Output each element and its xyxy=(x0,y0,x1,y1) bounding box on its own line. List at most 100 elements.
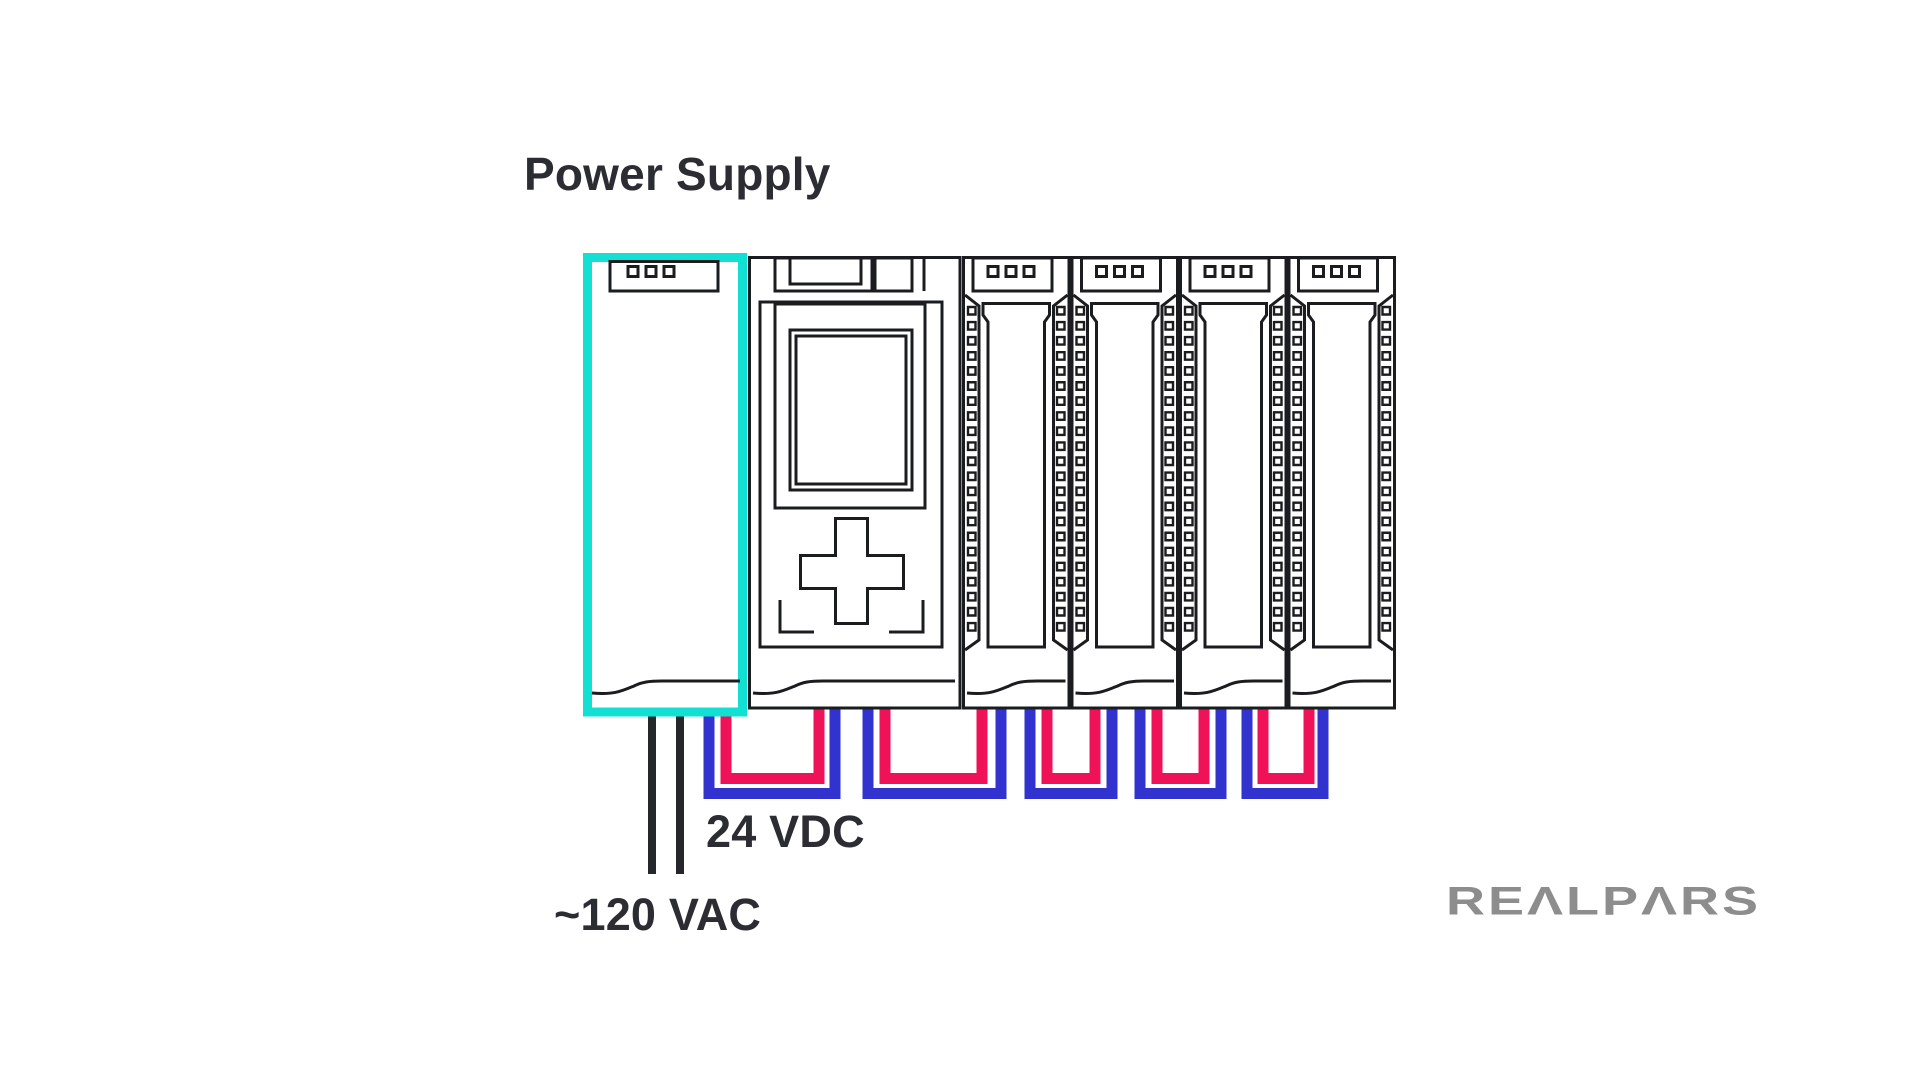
dc-wire-blue xyxy=(1030,704,1112,794)
terminal-square xyxy=(1185,608,1193,616)
io-module-3 xyxy=(1181,258,1287,709)
dc-wire-blue xyxy=(1247,704,1323,794)
terminal-square xyxy=(1294,307,1302,315)
terminal-square xyxy=(1057,518,1065,526)
terminal-square xyxy=(1185,473,1193,481)
terminal-points xyxy=(968,307,1065,631)
cpu-module xyxy=(750,258,961,709)
terminal-square xyxy=(1294,548,1302,556)
terminal-strip-right xyxy=(1271,295,1285,650)
terminal-square xyxy=(1294,593,1302,601)
terminal-square xyxy=(1274,593,1282,601)
terminal-strip-right xyxy=(1054,295,1068,650)
connector-pin xyxy=(664,267,674,277)
terminal-square xyxy=(1274,352,1282,360)
terminal-square xyxy=(968,322,976,330)
terminal-square xyxy=(1185,488,1193,496)
terminal-square xyxy=(1166,427,1174,435)
module-label-strip-curve xyxy=(592,681,740,694)
terminal-square xyxy=(1274,307,1282,315)
dc-loop-io-module-2-to-io-module-3 xyxy=(1140,704,1221,794)
terminal-square xyxy=(968,367,976,375)
terminal-strip-left xyxy=(965,295,979,650)
terminal-square xyxy=(1077,518,1085,526)
terminal-square xyxy=(1077,623,1085,631)
io-module-1 xyxy=(964,258,1070,709)
dc-wire-blue xyxy=(709,704,835,794)
terminal-square xyxy=(1057,367,1065,375)
dc-loop-cpu-to-io-module-1 xyxy=(868,704,1001,794)
terminal-square xyxy=(1185,442,1193,450)
terminal-square xyxy=(1166,458,1174,466)
connector-pin xyxy=(1350,267,1360,277)
terminal-square xyxy=(1077,458,1085,466)
terminal-square xyxy=(1294,412,1302,420)
terminal-square xyxy=(1383,548,1391,556)
connector-pin xyxy=(988,267,998,277)
io-module-body xyxy=(964,258,1070,709)
terminal-square xyxy=(968,352,976,360)
dc-loop-power-supply-to-cpu xyxy=(709,704,835,794)
terminal-square xyxy=(1077,412,1085,420)
terminal-square xyxy=(1274,337,1282,345)
dc-wire-blue xyxy=(1140,704,1221,794)
terminal-square xyxy=(1383,352,1391,360)
terminal-square xyxy=(1166,488,1174,496)
io-module-body xyxy=(1289,258,1395,709)
connector-pin xyxy=(1314,267,1324,277)
terminal-square xyxy=(1274,578,1282,586)
module-label-strip-curve xyxy=(1184,681,1283,694)
terminal-square xyxy=(1383,458,1391,466)
terminal-square xyxy=(968,548,976,556)
terminal-square xyxy=(1057,608,1065,616)
terminal-square xyxy=(1383,412,1391,420)
terminal-square xyxy=(1166,608,1174,616)
terminal-square xyxy=(1077,307,1085,315)
terminal-square xyxy=(968,458,976,466)
terminal-square xyxy=(1274,518,1282,526)
terminal-square xyxy=(1166,307,1174,315)
connector-pin xyxy=(1223,267,1233,277)
terminal-square xyxy=(1274,458,1282,466)
terminal-strip-right xyxy=(1162,295,1176,650)
terminal-square xyxy=(1166,412,1174,420)
terminal-points xyxy=(1077,307,1174,631)
terminal-square xyxy=(1294,608,1302,616)
terminal-square xyxy=(1274,563,1282,571)
io-front-door xyxy=(1200,304,1267,648)
terminal-square xyxy=(1274,608,1282,616)
terminal-square xyxy=(1294,397,1302,405)
plc-rack xyxy=(588,258,1395,713)
terminal-square xyxy=(1166,623,1174,631)
connector-pin xyxy=(1133,267,1143,277)
connector-pin xyxy=(1205,267,1215,277)
terminal-square xyxy=(1185,382,1193,390)
terminal-square xyxy=(1077,593,1085,601)
terminal-square xyxy=(1057,322,1065,330)
terminal-square xyxy=(1294,533,1302,541)
terminal-square xyxy=(1383,307,1391,315)
terminal-square xyxy=(1077,442,1085,450)
terminal-square xyxy=(1166,593,1174,601)
dc-voltage-label: 24 VDC xyxy=(706,806,865,857)
terminal-square xyxy=(968,473,976,481)
terminal-square xyxy=(1077,427,1085,435)
dc-wire-red xyxy=(726,704,819,779)
terminal-square xyxy=(1383,427,1391,435)
dc-wire-red xyxy=(1157,704,1204,779)
terminal-square xyxy=(1077,608,1085,616)
power-supply-highlight-outline xyxy=(588,258,743,713)
cpu-screen-bezel xyxy=(775,304,925,508)
connector-pin xyxy=(1097,267,1107,277)
terminal-square xyxy=(1077,397,1085,405)
cpu-front-panel xyxy=(760,302,942,647)
terminal-square xyxy=(968,307,976,315)
terminal-square xyxy=(1077,563,1085,571)
terminal-square xyxy=(968,337,976,345)
terminal-square xyxy=(1057,412,1065,420)
terminal-square xyxy=(1274,488,1282,496)
terminal-square xyxy=(1057,427,1065,435)
terminal-square xyxy=(1077,533,1085,541)
terminal-square xyxy=(1077,548,1085,556)
